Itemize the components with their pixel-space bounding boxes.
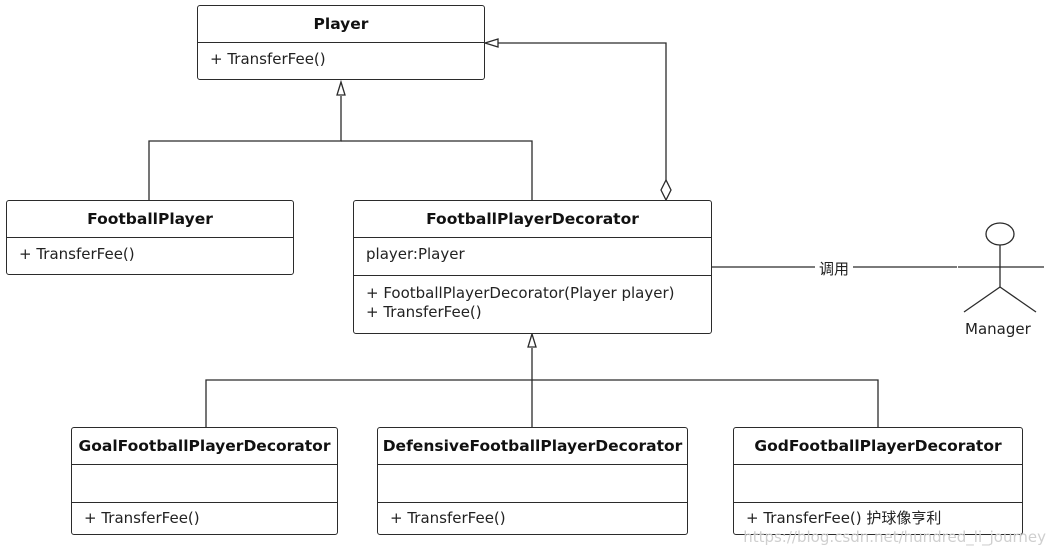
class-decorator-methods: + FootballPlayerDecorator(Player player)… [354, 276, 711, 329]
inherit-line-goal [205, 379, 532, 427]
class-decorator-attribute: player:Player [354, 238, 711, 276]
class-decorator-method-constructor: + FootballPlayerDecorator(Player player) [366, 284, 675, 302]
inherit-arrowhead-decorator [527, 331, 537, 348]
aggregation-arrowhead [482, 38, 499, 48]
class-player-name: Player [198, 6, 484, 43]
class-god-decorator-attributes [734, 465, 1022, 503]
class-defensive-decorator-method: + TransferFee() [390, 509, 506, 527]
class-goal-decorator-method: + TransferFee() [84, 509, 200, 527]
class-decorator: FootballPlayerDecorator player:Player + … [353, 200, 712, 334]
inherit-line-god [532, 379, 879, 427]
class-player: Player + TransferFee() [197, 5, 485, 80]
class-footballplayer-method: + TransferFee() [19, 245, 135, 263]
actor-name: Manager [965, 320, 1031, 338]
association-label: 调用 [815, 258, 854, 279]
class-footballplayer: FootballPlayer + TransferFee() [6, 200, 294, 275]
class-god-decorator: GodFootballPlayerDecorator + TransferFee… [733, 427, 1023, 535]
class-god-decorator-name: GodFootballPlayerDecorator [734, 428, 1022, 465]
inherit-arrowhead-player [336, 79, 346, 96]
watermark: https://blog.csdn.net/hundred_li_journey [743, 528, 1046, 546]
inherit-line-footballplayer [148, 96, 342, 200]
class-footballplayer-name: FootballPlayer [7, 201, 293, 238]
aggregation-diamond [660, 178, 672, 202]
class-goal-decorator: GoalFootballPlayerDecorator + TransferFe… [71, 427, 338, 535]
actor-manager-icon [958, 222, 1044, 313]
class-goal-decorator-name: GoalFootballPlayerDecorator [72, 428, 337, 465]
class-decorator-method-transferfee: + TransferFee() [366, 303, 482, 321]
class-defensive-decorator-attributes [378, 465, 687, 503]
class-defensive-decorator: DefensiveFootballPlayerDecorator + Trans… [377, 427, 688, 535]
class-goal-decorator-attributes [72, 465, 337, 503]
class-decorator-name: FootballPlayerDecorator [354, 201, 711, 238]
class-defensive-decorator-name: DefensiveFootballPlayerDecorator [378, 428, 687, 465]
inherit-line-decorator [341, 140, 533, 200]
class-player-method: + TransferFee() [210, 50, 326, 68]
class-god-decorator-method: + TransferFee() 护球像亨利 [746, 509, 942, 527]
aggregation-line [498, 42, 667, 180]
